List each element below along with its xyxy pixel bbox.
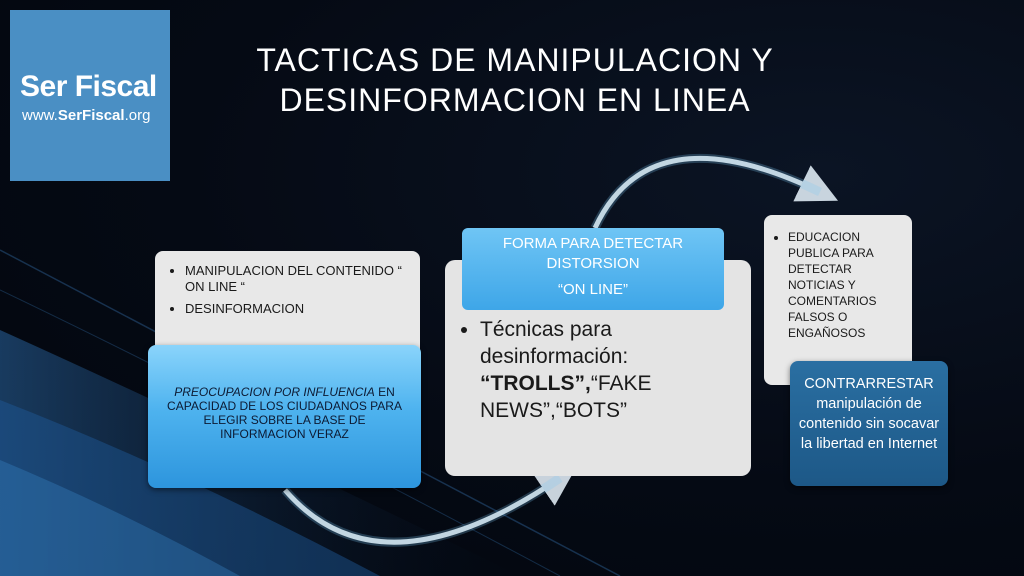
center-suffix: “FAKE NEWS”,“BOTS” <box>480 372 652 422</box>
right-blue-text: CONTRARRESTAR manipulación de contenido … <box>798 376 940 452</box>
center-list: Técnicas para desinformación: “TROLLS”,“… <box>445 316 751 424</box>
center-list-item: Técnicas para desinformación: “TROLLS”,“… <box>480 316 741 424</box>
left-list-item-2: DESINFORMACION <box>185 301 420 317</box>
right-list: EDUCACION PUBLICA PARA DETECTAR NOTICIAS… <box>764 229 912 341</box>
logo-url-bold: SerFiscal <box>57 107 125 124</box>
center-bold: “TROLLS”, <box>480 372 591 395</box>
center-blue-label: FORMA PARA DETECTAR DISTORSION “ON LINE” <box>462 228 724 310</box>
left-list: MANIPULACION DEL CONTENIDO “ ON LINE “ D… <box>155 263 420 317</box>
logo-url-suffix: .org <box>124 107 151 124</box>
center-label-line-2: DISTORSION <box>546 255 640 272</box>
title-line-2: DESINFORMACION EN LINEA <box>279 82 751 118</box>
right-grey-box: EDUCACION PUBLICA PARA DETECTAR NOTICIAS… <box>764 215 912 385</box>
title-line-1: TACTICAS DE MANIPULACION Y <box>256 42 774 78</box>
logo-url: www.SerFiscal.org <box>22 107 150 124</box>
left-grey-box: MANIPULACION DEL CONTENIDO “ ON LINE “ D… <box>155 251 420 361</box>
logo-brand: Ser Fiscal <box>20 70 157 103</box>
right-blue-box: CONTRARRESTAR manipulación de contenido … <box>790 361 948 486</box>
left-blue-italic: PREOCUPACION POR INFLUENCIA <box>174 385 375 399</box>
left-blue-text: PREOCUPACION POR INFLUENCIA EN CAPACIDAD… <box>162 385 407 441</box>
center-prefix: Técnicas para desinformación: <box>480 318 629 368</box>
slide-title: TACTICAS DE MANIPULACION Y DESINFORMACIO… <box>200 40 830 120</box>
logo: Ser Fiscal www.SerFiscal.org <box>10 10 170 181</box>
left-list-item-1: MANIPULACION DEL CONTENIDO “ ON LINE “ <box>185 263 420 295</box>
logo-url-prefix: www. <box>22 107 58 124</box>
left-blue-box: PREOCUPACION POR INFLUENCIA EN CAPACIDAD… <box>148 345 421 488</box>
center-label-line-3: “ON LINE” <box>557 281 628 298</box>
center-label-line-1: FORMA PARA DETECTAR <box>502 235 684 252</box>
right-list-item: EDUCACION PUBLICA PARA DETECTAR NOTICIAS… <box>788 229 906 341</box>
left-blue-rest: EN CAPACIDAD DE LOS CIUDADANOS PARA ELEG… <box>167 385 402 441</box>
